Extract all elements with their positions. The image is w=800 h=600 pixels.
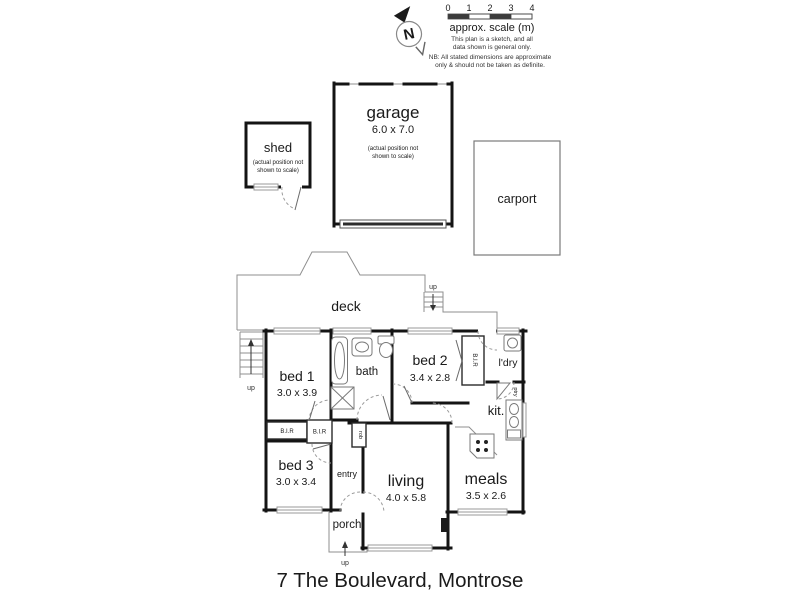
bed1-label: bed 1 (279, 368, 314, 384)
fixtures (330, 334, 523, 532)
shower-icon (330, 386, 355, 410)
robe-label: rob (357, 431, 363, 439)
bathtub-icon (331, 336, 348, 385)
hws-unit (441, 518, 449, 532)
pantry-label: ptry (512, 387, 518, 396)
shed-outline: shed (actual position not shown to scale… (244, 121, 312, 211)
scale-nb-line1: NB: All stated dimensions are approximat… (429, 54, 552, 61)
meals-dims: 3.5 x 2.6 (466, 490, 506, 502)
living-dims: 4.0 x 5.8 (386, 492, 426, 504)
scale-bar: 0 1 2 3 4 approx. scale (m) This plan is… (429, 3, 552, 69)
garage-note-line1: (actual position not (368, 146, 419, 152)
garage-outline: garage 6.0 x 7.0 (actual position not sh… (332, 81, 454, 229)
door-swings (308, 330, 515, 514)
garage-label: garage (367, 103, 420, 122)
carport-label: carport (498, 192, 537, 206)
bir-label-bed3-left: B.I.R (280, 429, 294, 435)
entry-label: entry (337, 469, 358, 479)
windows (273, 327, 527, 552)
kitchen-label: kit. (488, 403, 505, 418)
deck-stairs-right: up (423, 284, 444, 312)
porch-label: porch (333, 519, 362, 531)
bir-label-bed3-right: B.I.R (313, 430, 327, 436)
shed-note-line2: shown to scale) (257, 168, 299, 174)
bed2-dims: 3.4 x 2.8 (410, 372, 450, 384)
bed3-dims: 3.0 x 3.4 (276, 476, 316, 488)
bir-label-bed2: B.I.R (471, 353, 477, 367)
storage-units: B.I.R B.I.R B.I.R rob ptry (266, 335, 518, 448)
shed-label: shed (264, 140, 292, 155)
laundry-label: l'dry (499, 357, 519, 369)
scale-tick-3: 3 (508, 3, 513, 13)
garage-dims: 6.0 x 7.0 (372, 124, 414, 136)
bed2-label: bed 2 (412, 352, 447, 368)
toilet-icon (377, 335, 395, 358)
scale-tick-4: 4 (529, 3, 534, 13)
kitchen-sink-bench-icon (505, 399, 523, 441)
meals-label: meals (465, 471, 508, 488)
deck-stairs-left: up (239, 331, 264, 392)
scale-note-line1: This plan is a sketch, and all (451, 36, 533, 43)
garage-note-line2: shown to scale) (372, 154, 414, 160)
living-label: living (388, 473, 424, 490)
carport-outline: carport (473, 140, 561, 256)
bath-sink-icon (351, 337, 373, 357)
bed3-label: bed 3 (278, 457, 313, 473)
scale-note-line2: data shown is general only. (453, 44, 531, 51)
porch-outline: porch up (328, 512, 368, 567)
bed1-dims: 3.0 x 3.9 (277, 387, 317, 399)
scale-tick-2: 2 (487, 3, 492, 13)
shed-note-line1: (actual position not (253, 160, 304, 166)
cooktop-icon (455, 426, 498, 459)
scale-tick-0: 0 (445, 3, 450, 13)
room-labels: bed 1 3.0 x 3.9 bath bed 2 3.4 x 2.8 l'd… (276, 352, 518, 504)
laundry-tub-icon (503, 334, 522, 352)
deck-label: deck (331, 298, 362, 314)
stairs-up-label-right: up (429, 284, 437, 291)
address-title: 7 The Boulevard, Montrose (277, 569, 524, 592)
compass-icon: N (393, 6, 426, 57)
scale-caption: approx. scale (m) (450, 22, 535, 34)
compass-north-letter: N (402, 25, 416, 44)
stairs-up-label-left: up (247, 385, 255, 392)
deck-outline: deck up up (236, 251, 498, 392)
scale-tick-1: 1 (466, 3, 471, 13)
scale-nb-line2: only & should not be taken as definite. (435, 62, 545, 69)
porch-up-label: up (341, 560, 349, 567)
bath-label: bath (356, 366, 378, 378)
